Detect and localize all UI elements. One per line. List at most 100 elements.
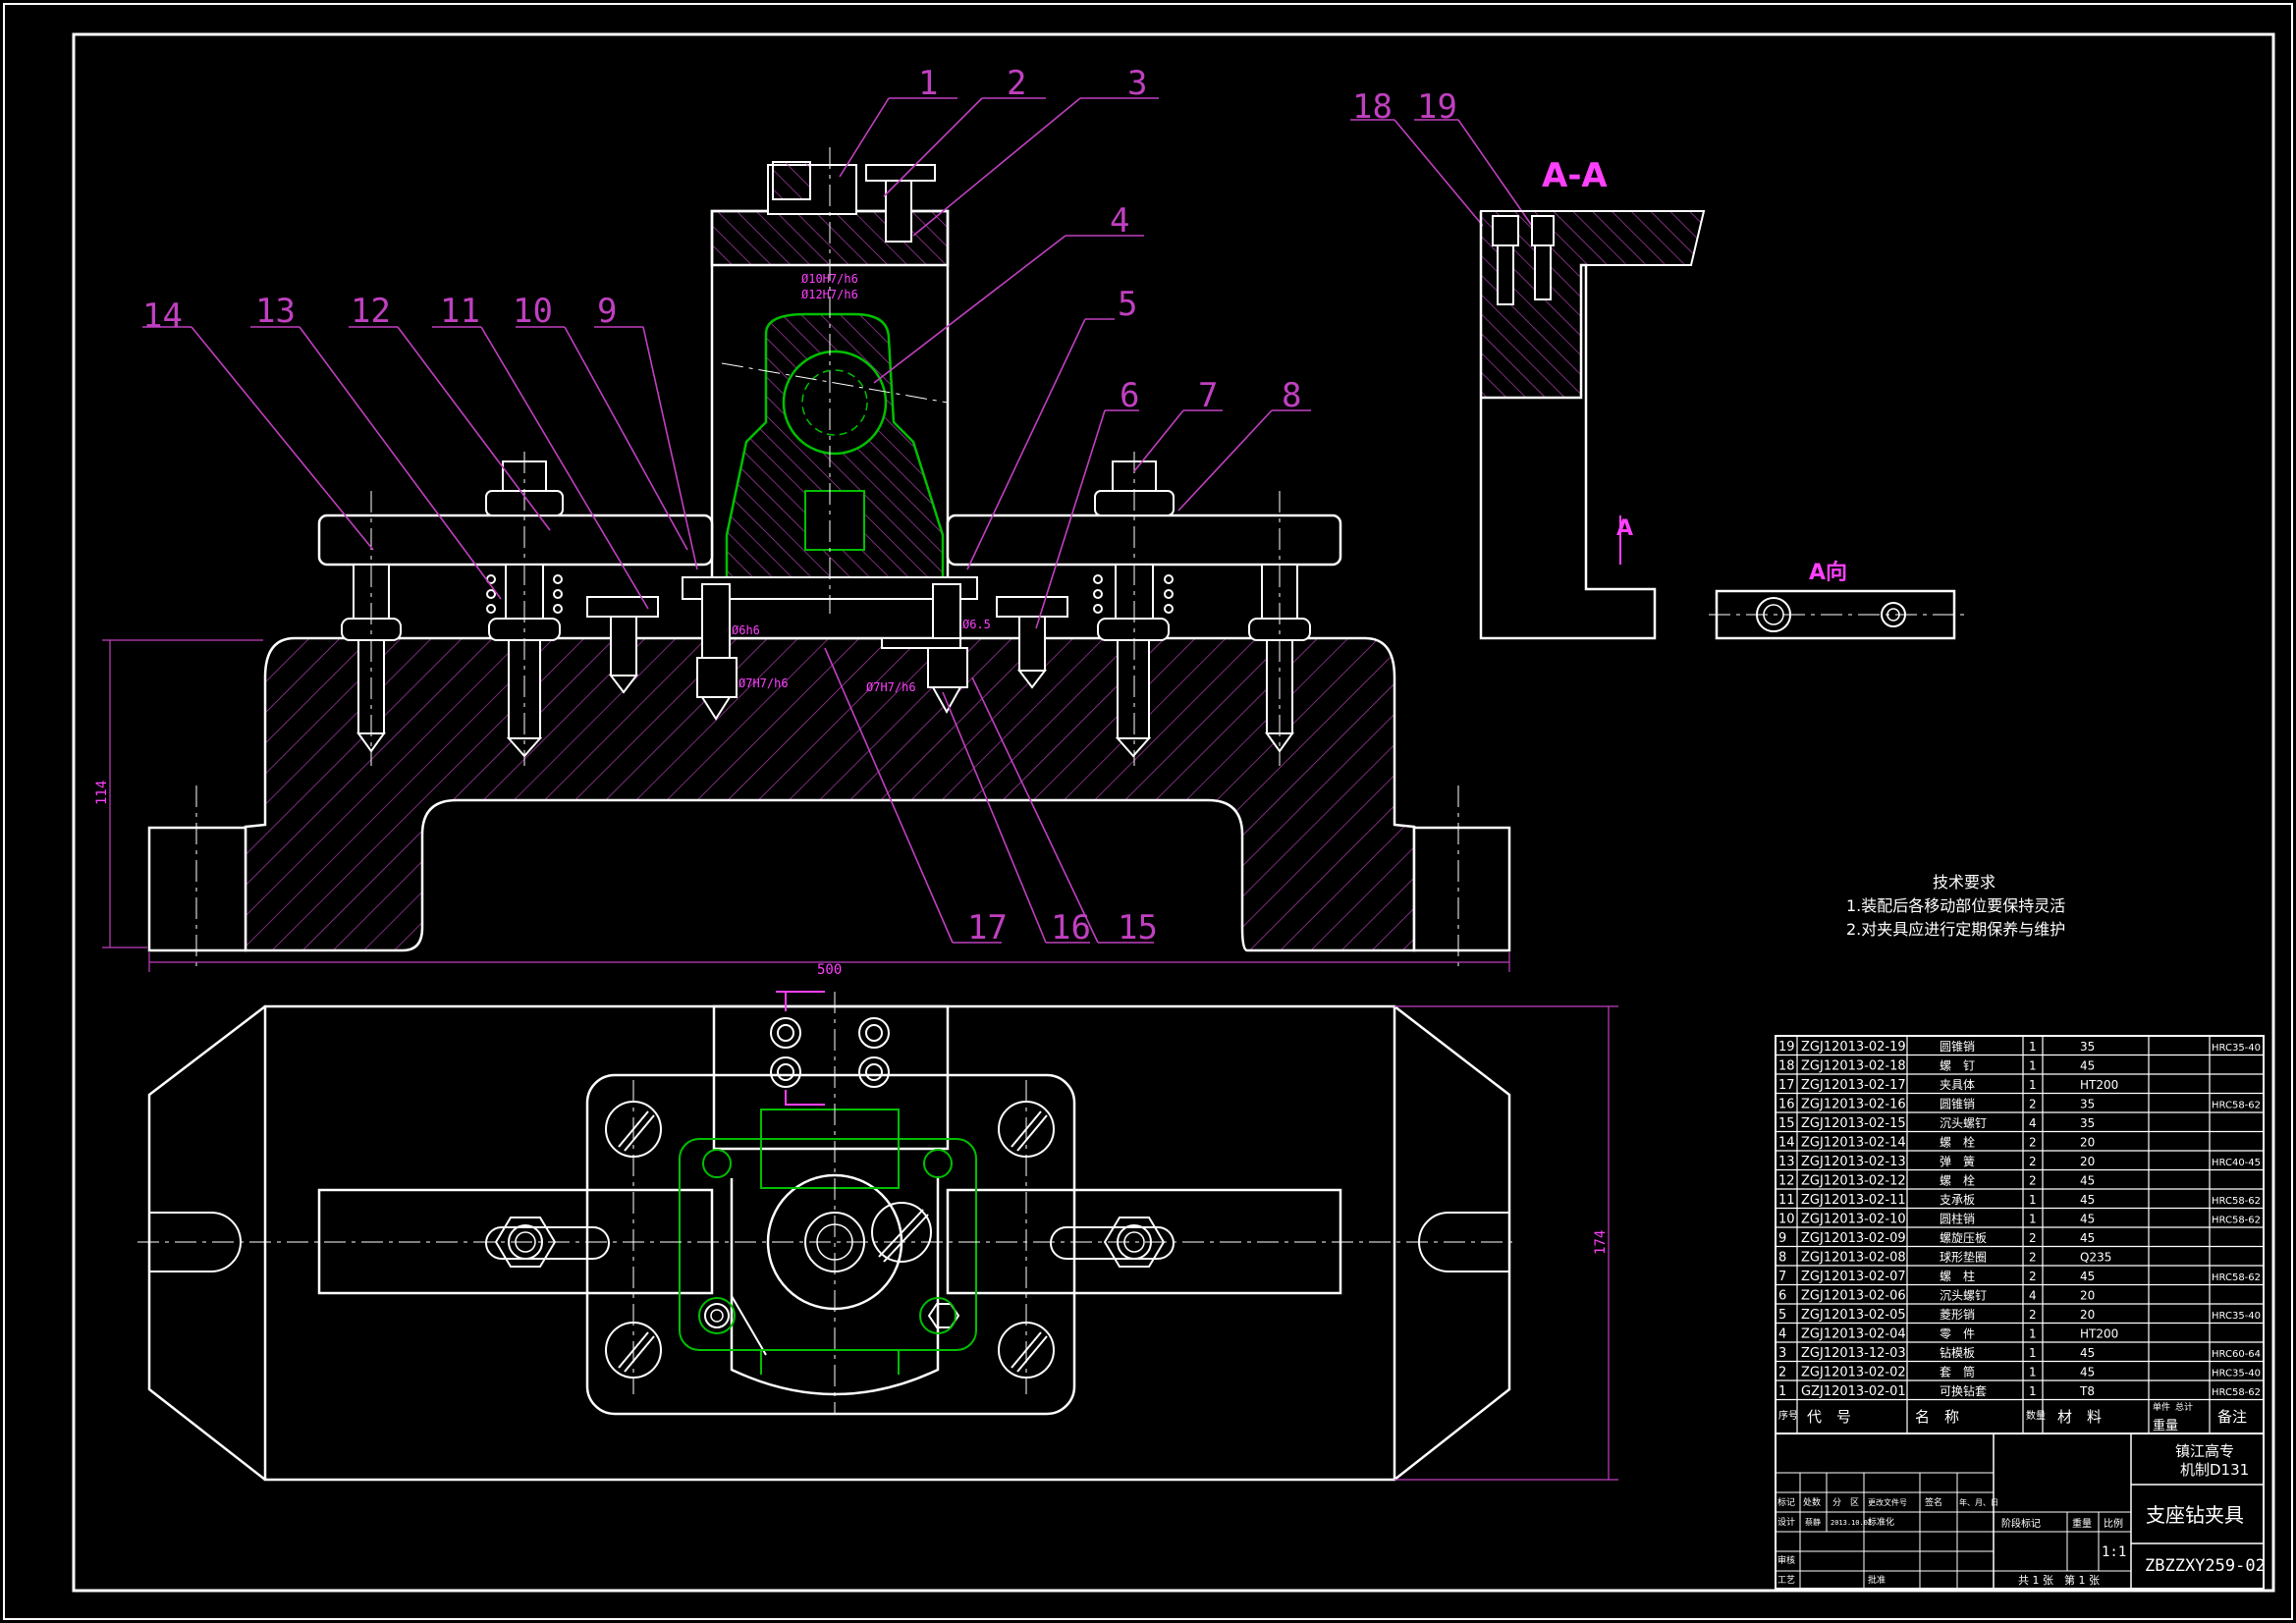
bom-cell-no: 2 [1778, 1366, 1786, 1380]
bom-cell-qty: 2 [2029, 1308, 2037, 1322]
bom-cell-code: ZGJ12013-02-19 [1801, 1040, 1906, 1055]
bom-cell-remark: HRC35-40 [2212, 1369, 2261, 1380]
bom-cell-code: ZGJ12013-02-18 [1801, 1059, 1906, 1074]
right-foot [1412, 826, 1511, 952]
label-date: 年、月、日 [1959, 1497, 1998, 1507]
bom-cell-name: 夹具体 [1940, 1078, 1975, 1092]
balloon-labels: 1 2 3 4 5 6 7 8 9 10 11 12 13 14 15 16 1… [142, 64, 1457, 947]
bom-cell-no: 12 [1778, 1174, 1795, 1189]
bom-cell-name: 弹 簧 [1940, 1154, 1975, 1168]
header-name: 名 称 [1915, 1408, 1959, 1426]
balloon-8: 8 [1282, 376, 1301, 415]
bom-cell-name: 可换钻套 [1940, 1383, 1987, 1398]
title-block [1775, 1433, 2265, 1590]
bom-cell-code: ZGJ12013-02-09 [1801, 1231, 1906, 1246]
bom-cell-qty: 2 [2029, 1136, 2037, 1150]
bom-cell-code: ZGJ12013-02-12 [1801, 1174, 1906, 1189]
bom-cell-no: 7 [1778, 1270, 1786, 1284]
bom-cell-material: T8 [2079, 1384, 2095, 1398]
a-direction-view: A向 [1709, 560, 1964, 640]
bom-cell-no: 15 [1778, 1116, 1795, 1131]
balloon-10: 10 [513, 292, 553, 331]
bom-cell-no: 18 [1778, 1059, 1795, 1074]
balloon-18: 18 [1352, 87, 1393, 127]
right-clamp-plate [946, 514, 1342, 567]
leaders [142, 97, 1533, 944]
bom-cell-no: 1 [1778, 1384, 1786, 1399]
fit-label-2: Ø12H7/h6 [801, 288, 858, 301]
bom-cell-qty: 2 [2029, 1174, 2037, 1188]
bom-cell-code: ZGJ12013-12-03 [1801, 1346, 1906, 1361]
bom-cell-no: 13 [1778, 1155, 1795, 1169]
bom-cell-code: ZGJ12013-02-17 [1801, 1078, 1906, 1093]
plan-left-lug [147, 1005, 266, 1481]
bom-cell-name: 螺 栓 [1940, 1173, 1975, 1188]
bom-cell-qty: 1 [2029, 1384, 2037, 1398]
bom-cell-material: 20 [2080, 1155, 2095, 1168]
balloon-1: 1 [918, 64, 938, 103]
bom-cell-code: ZGJ12013-02-02 [1801, 1366, 1906, 1380]
front-section-view: Ø10H7/h6 Ø12H7/h6 Ø6h6 Ø7H7/h6 Ø6.5 Ø7H7… [94, 147, 1511, 978]
bom-cell-name: 球形垫圈 [1940, 1250, 1987, 1265]
balloon-9: 9 [597, 292, 617, 331]
tech-title: 技术要求 [1933, 873, 1995, 892]
bom-cell-qty: 2 [2029, 1098, 2037, 1111]
bom-cell-code: ZGJ12013-02-11 [1801, 1193, 1906, 1208]
bom-cell-remark: HRC40-45 [2212, 1158, 2261, 1168]
bom-cell-qty: 2 [2029, 1231, 2037, 1245]
header-no: 序号 [1778, 1409, 1798, 1422]
bom-cell-remark: HRC58-62 [2212, 1272, 2261, 1283]
bom-cell-material: 20 [2080, 1289, 2095, 1303]
bom-cell-remark: HRC58-62 [2212, 1387, 2261, 1398]
bom-cell-name: 钻模板 [1940, 1345, 1975, 1360]
bom-cell-code: ZGJ12013-02-13 [1801, 1155, 1906, 1169]
scale-value: 1:1 [2102, 1544, 2126, 1560]
label-mark: 标记 [1777, 1496, 1795, 1508]
bom-cell-qty: 4 [2029, 1116, 2037, 1130]
bom-cell-no: 5 [1778, 1308, 1786, 1323]
header-material: 材 料 [2057, 1408, 2102, 1426]
bom-cell-name: 菱形销 [1940, 1308, 1975, 1322]
bom-cell-material: 45 [2080, 1193, 2095, 1207]
label-zone: 分 区 [1832, 1497, 1859, 1508]
bom-cell-code: ZGJ12013-02-06 [1801, 1289, 1906, 1304]
bom-cell-no: 14 [1778, 1136, 1795, 1151]
bom-cell-material: 35 [2080, 1040, 2095, 1054]
tech-item-1: 1.装配后各移动部位要保持灵活 [1846, 896, 2065, 915]
bom-cell-remark: HRC35-40 [2212, 1043, 2261, 1054]
header-weight: 重量 [2153, 1418, 2178, 1434]
bom-cell-name: 零 件 [1940, 1327, 1975, 1341]
bom-cell-qty: 1 [2029, 1193, 2037, 1207]
bom-cell-code: ZGJ12013-02-10 [1801, 1213, 1906, 1227]
bom-cell-name: 沉头螺钉 [1940, 1116, 1987, 1130]
stage-label: 阶段标记 [2001, 1517, 2041, 1530]
dim-height-right: 174 [1593, 1230, 1609, 1255]
school: 镇江高专 [2175, 1442, 2234, 1460]
balloon-16: 16 [1051, 908, 1091, 947]
bom-cell-material: 35 [2080, 1116, 2095, 1130]
balloon-15: 15 [1118, 908, 1158, 947]
bom-cell-qty: 1 [2029, 1059, 2037, 1073]
design-label: 设计 [1777, 1516, 1795, 1528]
bom-cell-code: ZGJ12013-02-07 [1801, 1270, 1906, 1284]
bom-cell-remark: HRC58-62 [2212, 1101, 2261, 1111]
bom-cell-no: 17 [1778, 1078, 1795, 1093]
bom-cell-name: 圆柱销 [1940, 1212, 1975, 1226]
standard-label: 标准化 [1868, 1516, 1894, 1528]
bom-header: 序号 代 号 名 称 数量 材 料 单件 总计 重量 备注 [1778, 1401, 2247, 1434]
bom-cell-qty: 2 [2029, 1270, 2037, 1283]
fit-label-5: Ø6.5 [962, 618, 991, 631]
bom-cell-qty: 1 [2029, 1040, 2037, 1054]
bom-cell-qty: 1 [2029, 1078, 2037, 1092]
bom-cell-material: 45 [2080, 1213, 2095, 1226]
top-plan-view [147, 1004, 1511, 1482]
header-qty: 数量 [2026, 1409, 2046, 1422]
